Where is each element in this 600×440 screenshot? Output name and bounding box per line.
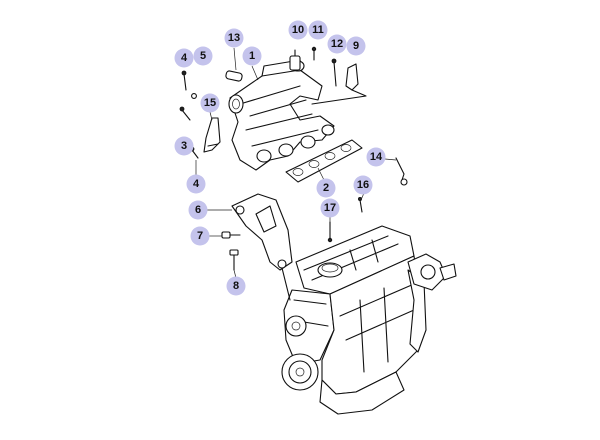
svg-text:5: 5 bbox=[200, 50, 206, 62]
callout-5[interactable]: 5 bbox=[193, 46, 213, 66]
small-bolt-11 bbox=[311, 46, 317, 61]
stud-12 bbox=[331, 58, 337, 87]
callout-6[interactable]: 6 bbox=[188, 200, 208, 220]
pipe-13 bbox=[225, 70, 243, 82]
engine-block bbox=[281, 225, 457, 415]
callout-11[interactable]: 11 bbox=[308, 20, 328, 40]
callout-3[interactable]: 3 bbox=[174, 136, 194, 156]
callout-10[interactable]: 10 bbox=[288, 20, 308, 40]
svg-text:4: 4 bbox=[181, 52, 188, 64]
callout-12[interactable]: 12 bbox=[327, 34, 347, 54]
stud-17 bbox=[327, 221, 333, 243]
svg-text:7: 7 bbox=[197, 230, 203, 242]
svg-text:16: 16 bbox=[357, 179, 369, 191]
manifold-gasket bbox=[285, 139, 363, 183]
bolt-8 bbox=[229, 249, 239, 271]
bracket-9 bbox=[311, 63, 367, 105]
svg-text:14: 14 bbox=[370, 151, 383, 163]
svg-text:8: 8 bbox=[233, 280, 239, 292]
throttle-sensor bbox=[289, 49, 301, 71]
bolt-7 bbox=[221, 231, 241, 239]
svg-text:1: 1 bbox=[249, 50, 255, 62]
callout-13[interactable]: 13 bbox=[224, 28, 244, 48]
svg-text:2: 2 bbox=[323, 182, 329, 194]
sensor-14 bbox=[395, 157, 408, 186]
callout-9[interactable]: 9 bbox=[346, 36, 366, 56]
intake-manifold bbox=[228, 59, 335, 171]
callout-14[interactable]: 14 bbox=[366, 147, 386, 167]
callout-16[interactable]: 16 bbox=[353, 175, 373, 195]
callout-4-top[interactable]: 4 bbox=[174, 48, 194, 68]
callout-7[interactable]: 7 bbox=[190, 226, 210, 246]
bolt-4-top bbox=[181, 70, 187, 91]
callout-8[interactable]: 8 bbox=[226, 276, 246, 296]
svg-text:6: 6 bbox=[195, 204, 201, 216]
svg-text:13: 13 bbox=[228, 32, 240, 44]
nut-5 bbox=[191, 93, 197, 99]
support-bracket bbox=[231, 193, 293, 271]
callout-17[interactable]: 17 bbox=[320, 198, 340, 218]
svg-text:3: 3 bbox=[181, 140, 187, 152]
svg-text:17: 17 bbox=[324, 202, 336, 214]
callout-15[interactable]: 15 bbox=[200, 93, 220, 113]
svg-text:11: 11 bbox=[312, 24, 324, 36]
callout-1[interactable]: 1 bbox=[242, 46, 262, 66]
svg-text:10: 10 bbox=[292, 24, 304, 36]
svg-text:9: 9 bbox=[353, 40, 359, 52]
bracket-15 bbox=[203, 117, 221, 153]
svg-text:4: 4 bbox=[193, 178, 200, 190]
svg-text:15: 15 bbox=[204, 97, 216, 109]
callout-2[interactable]: 2 bbox=[316, 178, 336, 198]
callout-4-lower[interactable]: 4 bbox=[186, 174, 206, 194]
svg-text:12: 12 bbox=[331, 38, 343, 50]
bolt-3 bbox=[179, 106, 191, 121]
